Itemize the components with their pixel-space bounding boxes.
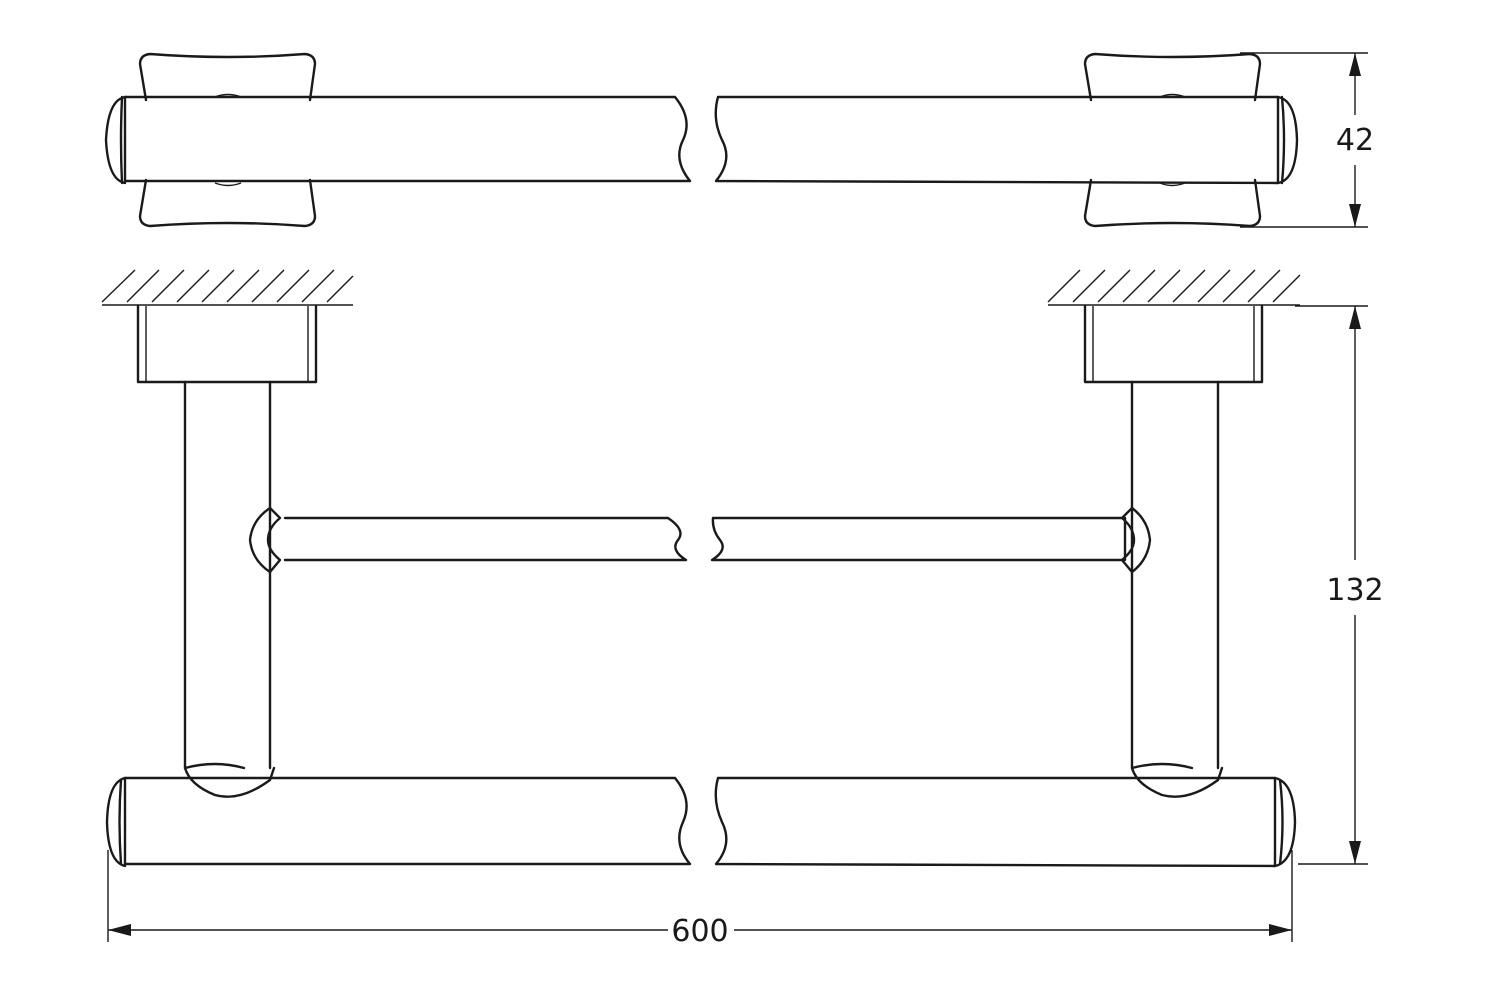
top-right-bracket-lower	[1083, 178, 1262, 228]
top-right-bracket	[1083, 52, 1262, 102]
right-wall-flange-inner	[1092, 306, 1255, 382]
right-arm	[1130, 380, 1220, 770]
left-arm-joint	[183, 762, 276, 798]
dimension-height-label: 132	[1326, 573, 1383, 608]
dimension-width: 600	[107, 850, 1293, 949]
middle-rod-left-bracket	[248, 506, 282, 574]
bottom-rod-right	[714, 776, 1277, 868]
left-arm	[183, 380, 272, 770]
top-rod-right	[714, 95, 1280, 185]
bottom-rod-left-cap	[105, 776, 127, 868]
top-left-bracket-mark-lower	[214, 182, 242, 187]
wall-hatch-left	[101, 269, 354, 306]
bottom-rod-right-cap	[1273, 776, 1297, 868]
dimension-width-label: 600	[671, 914, 728, 949]
top-rod-left	[123, 95, 692, 183]
dimension-depth: 42	[1240, 52, 1374, 228]
top-left-bracket-lower	[138, 178, 317, 228]
bottom-rod-left	[123, 776, 692, 866]
middle-rod-right-bracket	[1120, 506, 1152, 574]
dimension-height: 132	[1295, 305, 1384, 865]
left-wall-flange-inner	[145, 306, 309, 382]
top-rod-right-cap	[1276, 95, 1299, 185]
right-arm-joint	[1130, 762, 1224, 798]
top-rod-left-cap	[104, 95, 127, 185]
top-view	[104, 52, 1299, 228]
right-wall-flange	[1083, 304, 1264, 384]
left-wall-flange	[136, 304, 318, 384]
dimension-depth-label: 42	[1336, 123, 1374, 158]
top-left-bracket	[138, 52, 317, 102]
wall-hatch-right	[1047, 269, 1301, 306]
front-view	[101, 269, 1301, 868]
middle-rod-right	[710, 516, 1127, 562]
middle-rod-left	[283, 516, 688, 562]
